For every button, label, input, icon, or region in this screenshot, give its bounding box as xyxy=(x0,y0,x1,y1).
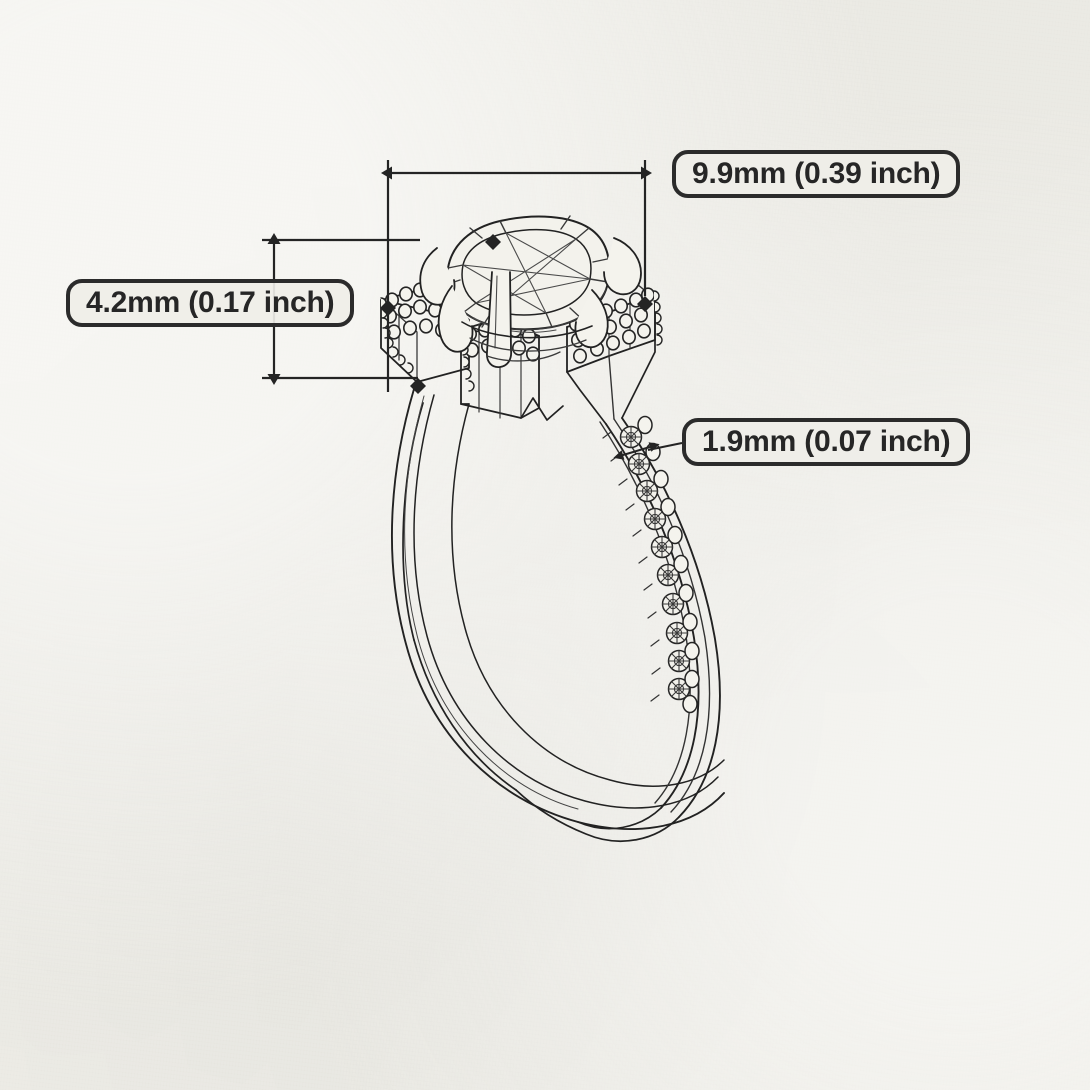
callout-width-text: 9.9mm (0.39 inch) xyxy=(692,157,941,190)
callout-width-label: 9.9mm (0.39 inch) xyxy=(672,150,961,198)
callout-height-label: 4.2mm (0.17 inch) xyxy=(66,279,355,327)
callout-band-text: 1.9mm (0.07 inch) xyxy=(702,425,951,458)
callout-band-label: 1.9mm (0.07 inch) xyxy=(682,418,971,466)
callout-height-text: 4.2mm (0.17 inch) xyxy=(86,286,335,319)
